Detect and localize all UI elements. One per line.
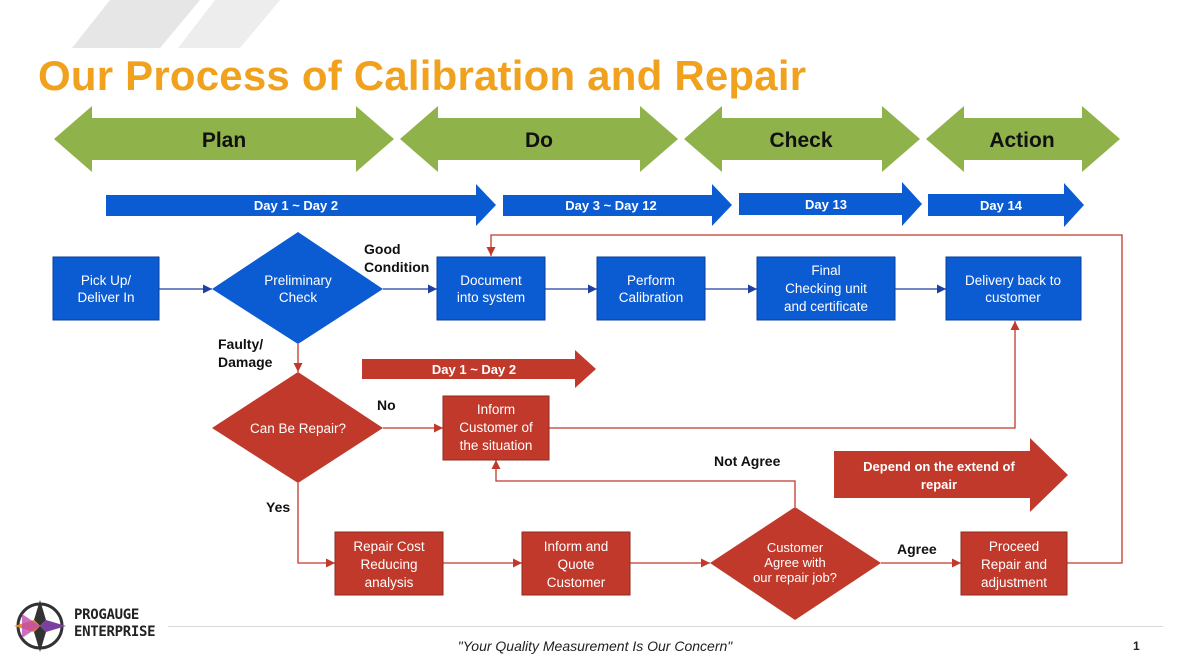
edge-label-not-agree: Not Agree (714, 453, 781, 469)
node-inform-line-2: Customer of (459, 420, 533, 435)
day-label-1: Day 1 ~ Day 2 (254, 198, 338, 213)
node-proceed-line-1: Proceed (989, 539, 1039, 554)
node-document: Document into system (436, 256, 546, 321)
footer-tagline: "Your Quality Measurement Is Our Concern… (457, 638, 733, 654)
logo-line-1: PROGAUGE (74, 607, 140, 623)
node-calibration: Perform Calibration (596, 256, 706, 321)
node-prelim-line-2: Check (279, 290, 318, 305)
node-pickup-line-1: Pick Up/ (81, 273, 132, 288)
node-document-line-1: Document (460, 273, 522, 288)
node-inform-line-3: the situation (460, 438, 533, 453)
node-delivery-line-1: Delivery back to (965, 273, 1061, 288)
phase-arrow-action (926, 106, 1120, 172)
phase-arrow-check (684, 106, 920, 172)
edge-inform-delivery (549, 321, 1020, 429)
node-pickup-line-2: Deliver In (77, 290, 134, 305)
phase-arrows: Plan Do Check Action (54, 106, 1120, 172)
node-can-repair: Can Be Repair? (212, 372, 383, 483)
node-final-line-2: Checking unit (785, 281, 867, 296)
edge-label-agree: Agree (897, 541, 937, 557)
day-arrow-1 (106, 184, 496, 226)
node-quote-line-1: Inform and (544, 539, 609, 554)
edge-label-no: No (377, 397, 396, 413)
node-repaircost-line-1: Repair Cost (353, 539, 425, 554)
red-connectors (293, 234, 1123, 568)
node-calibration-line-2: Calibration (619, 290, 684, 305)
depend-label-1: Depend on the extend of (863, 459, 1015, 474)
day-arrow-2 (503, 184, 732, 226)
decor-stripes (72, 0, 280, 48)
node-pickup: Pick Up/ Deliver In (52, 256, 160, 321)
day-arrows: Day 1 ~ Day 2 Day 3 ~ Day 12 Day 13 Day … (106, 182, 1084, 227)
depend-arrow (834, 438, 1068, 512)
node-delivery: Delivery back to customer (945, 256, 1082, 321)
day-label-2: Day 3 ~ Day 12 (565, 198, 656, 213)
node-proceed-line-2: Repair and (981, 557, 1047, 572)
node-calibration-line-1: Perform (627, 273, 675, 288)
repair-day-label: Day 1 ~ Day 2 (432, 362, 516, 377)
node-repaircost-line-2: Reducing (360, 557, 417, 572)
depend-label-2: repair (921, 477, 957, 492)
company-logo-text: PROGAUGE ENTERPRISE (74, 607, 156, 641)
edge-proceed-document (486, 234, 1123, 564)
node-repaircost-line-3: analysis (365, 575, 414, 590)
footer-divider (168, 626, 1163, 627)
logo-icon (14, 600, 66, 652)
edge-label-faulty-2: Damage (218, 354, 273, 370)
node-canrepair-line-1: Can Be Repair? (250, 421, 346, 436)
node-quote-line-2: Quote (558, 557, 595, 572)
phase-label-do: Do (525, 129, 553, 152)
node-quote: Inform and Quote Customer (521, 531, 631, 596)
day-label-3: Day 13 (805, 197, 847, 212)
day-arrow-3 (739, 182, 922, 226)
node-delivery-line-2: customer (985, 290, 1041, 305)
node-inform-situation: Inform Customer of the situation (442, 395, 550, 461)
edge-notagree-inform (491, 460, 796, 507)
edge-label-good-1: Good (364, 241, 401, 257)
node-proceed-line-3: adjustment (981, 575, 1047, 590)
phase-label-action: Action (989, 129, 1054, 152)
edge-canrepair-repaircost (297, 483, 335, 568)
page-number: 1 (1133, 639, 1140, 653)
edge-label-faulty-1: Faulty/ (218, 336, 263, 352)
day-label-4: Day 14 (980, 198, 1023, 213)
node-agree-line-2: Agree with (764, 555, 825, 570)
logo-line-2: ENTERPRISE (74, 624, 156, 640)
node-proceed: Proceed Repair and adjustment (960, 531, 1068, 596)
node-document-line-2: into system (457, 290, 525, 305)
day-arrow-4 (928, 183, 1084, 227)
node-final-line-3: and certificate (784, 299, 868, 314)
node-agree: Customer Agree with our repair job? (710, 507, 881, 620)
phase-label-plan: Plan (202, 129, 246, 152)
node-final: Final Checking unit and certificate (756, 256, 896, 321)
edge-labels: Good Condition Faulty/ Damage No Yes Not… (218, 241, 937, 557)
phase-arrow-do (400, 106, 678, 172)
phase-label-check: Check (769, 129, 832, 152)
node-agree-line-3: our repair job? (753, 570, 837, 585)
page-title: Our Process of Calibration and Repair (38, 52, 807, 99)
edge-label-good-2: Condition (364, 259, 429, 275)
edge-label-yes: Yes (266, 499, 290, 515)
node-quote-line-3: Customer (547, 575, 606, 590)
node-repair-cost: Repair Cost Reducing analysis (334, 531, 444, 596)
node-preliminary: Preliminary Check (212, 232, 383, 344)
phase-arrow-plan (54, 106, 394, 172)
node-prelim-line-1: Preliminary (264, 273, 332, 288)
node-final-line-1: Final (811, 263, 840, 278)
node-inform-line-1: Inform (477, 402, 515, 417)
node-agree-line-1: Customer (767, 540, 824, 555)
repair-day-arrow (362, 350, 596, 388)
